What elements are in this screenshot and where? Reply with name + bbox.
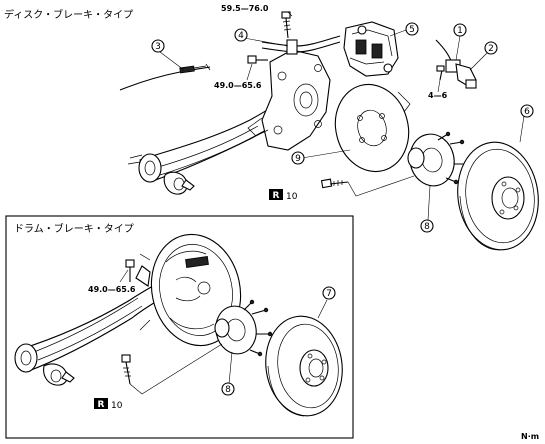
svg-text:3: 3 [155, 42, 161, 52]
brake-caliper [343, 21, 399, 77]
callout-8-disc: 8 [420, 219, 434, 233]
disc-brake-title: ディスク・ブレーキ・タイプ [4, 8, 133, 21]
torque-unit-label: N·m [521, 432, 539, 441]
leader-1 [455, 35, 461, 61]
wheel-speed-sensor [435, 39, 477, 89]
svg-text:2: 2 [488, 44, 494, 54]
parking-brake-cable [119, 63, 211, 91]
torque-caliper-bolt: 59.5—76.0 [221, 4, 269, 13]
rear-axle-beam-disc [127, 94, 301, 195]
leader-2 [469, 51, 489, 71]
callout-3: 3 [151, 39, 165, 53]
hub-bolt-disc [320, 178, 349, 189]
replace-marker-drum: R 10 [94, 398, 123, 411]
wheel-hub-drum [214, 299, 273, 357]
leader-5 [389, 29, 407, 37]
rear-knuckle-disc [247, 49, 331, 151]
torque-knuckle-bolt-disc: 49.0—65.6 [214, 81, 262, 90]
leader-7 [317, 299, 328, 319]
leader-6 [519, 115, 525, 143]
callout-4: 4 [234, 28, 248, 42]
svg-text:6: 6 [524, 107, 530, 117]
callout-7: 7 [322, 286, 336, 300]
drum-brake-title: ドラム・ブレーキ・タイプ [14, 222, 134, 235]
leader-4 [243, 37, 289, 47]
knuckle-bolt-disc [247, 55, 268, 64]
knuckle-bolt-drum [125, 259, 135, 282]
leader-10-disc [347, 175, 415, 197]
replace-value-disc: 10 [286, 192, 298, 202]
callout-8-drum: 8 [221, 382, 235, 396]
svg-text:R: R [273, 191, 280, 201]
leader-sensor-bolt [437, 79, 441, 93]
drum-brake-inset-frame [5, 215, 354, 439]
hub-bolt-drum [121, 354, 131, 385]
leader-8-disc [427, 185, 431, 221]
callout-1: 1 [453, 23, 467, 37]
replace-value-drum: 10 [111, 401, 123, 411]
brake-drum [265, 315, 343, 417]
leader-9 [301, 149, 351, 159]
svg-text:5: 5 [409, 25, 415, 35]
leader-3 [159, 51, 185, 71]
callout-9: 9 [291, 151, 305, 165]
svg-text:8: 8 [424, 222, 430, 232]
leader-caliper-bolt [287, 11, 293, 17]
leader-knuckle-bolt-disc [246, 63, 253, 81]
callout-2: 2 [484, 41, 498, 55]
svg-text:4: 4 [238, 31, 244, 41]
svg-text:R: R [98, 400, 105, 410]
leader-8-drum [228, 351, 233, 385]
callout-5: 5 [405, 22, 419, 36]
rear-axle-beam-drum [14, 283, 163, 386]
replace-marker-disc: R 10 [269, 189, 298, 202]
svg-text:7: 7 [326, 289, 332, 299]
leader-10-drum [129, 343, 223, 395]
brake-hose [261, 35, 341, 55]
svg-text:1: 1 [457, 26, 463, 36]
torque-sensor-bolt: 4—6 [428, 91, 448, 100]
caliper-bolt [281, 11, 292, 39]
svg-text:8: 8 [225, 385, 231, 395]
dust-shield [334, 83, 411, 173]
brake-disc [457, 141, 539, 251]
callout-6: 6 [520, 104, 534, 118]
wheel-hub-disc [407, 131, 469, 187]
leader-knuckle-bolt-drum [119, 269, 129, 283]
torque-knuckle-bolt-drum: 49.0—65.6 [88, 285, 136, 294]
svg-text:9: 9 [295, 154, 301, 164]
